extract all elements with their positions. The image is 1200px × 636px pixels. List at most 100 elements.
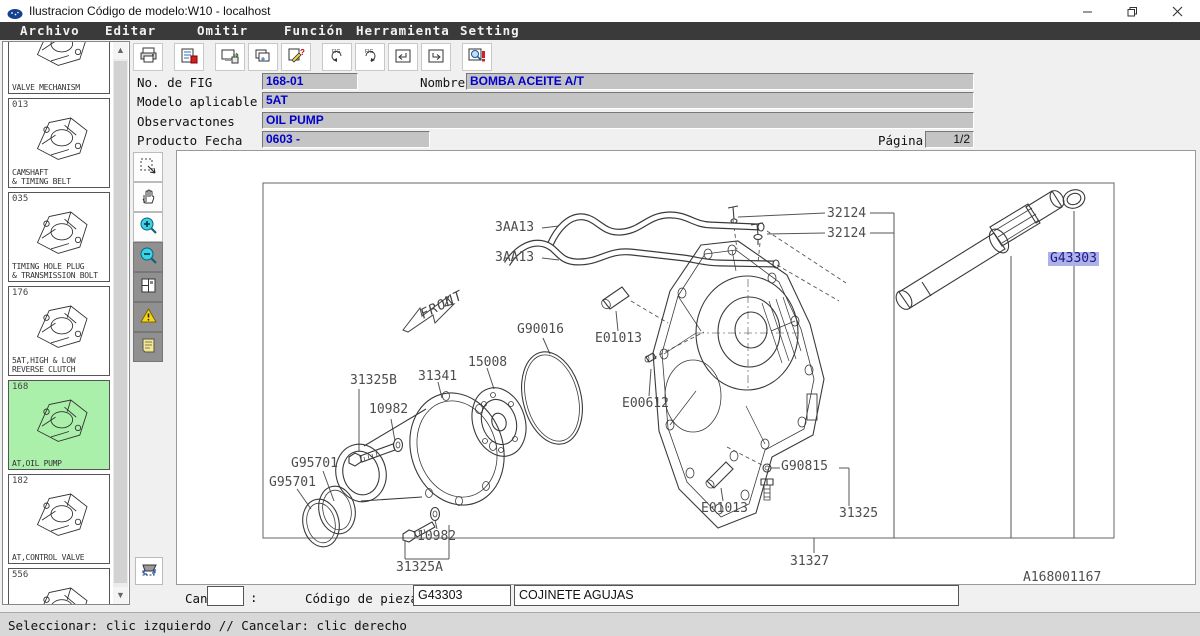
edit-memo-button[interactable]: ?	[281, 43, 311, 71]
scroll-up-icon[interactable]: ▲	[113, 42, 128, 59]
part-label-3AA13[interactable]: 3AA13	[495, 220, 535, 235]
nombre-field[interactable]: BOMBA ACEITE A/T	[466, 73, 974, 90]
fig-number-label: No. de FIG	[137, 75, 213, 90]
warning-button[interactable]	[133, 302, 163, 332]
window-title: Ilustracion Código de modelo:W10 - local…	[29, 4, 271, 18]
part-label-31325B[interactable]: 31325B	[350, 373, 397, 388]
page-layout-button[interactable]	[133, 272, 163, 302]
menu-item-archivo[interactable]: Archivo	[20, 23, 80, 38]
zoom-in-button[interactable]	[133, 212, 163, 242]
zoom-in-icon	[139, 216, 158, 238]
page-layout-icon	[140, 277, 157, 297]
print-button[interactable]	[133, 43, 163, 71]
sidebar-item-556[interactable]: 556HOOD INSULATOR	[8, 568, 110, 604]
part-label-10982[interactable]: 10982	[417, 529, 457, 544]
scrollbar-thumb[interactable]	[114, 61, 127, 583]
fit-view-button[interactable]	[135, 557, 163, 585]
search-detail-icon	[468, 47, 487, 67]
page-next-button[interactable]	[421, 43, 451, 71]
pan-hand-button[interactable]	[133, 182, 163, 212]
memo-button[interactable]	[133, 332, 163, 362]
fig-number: 168	[12, 382, 29, 392]
menu-item-setting[interactable]: Setting	[460, 23, 520, 38]
part-label-31341[interactable]: 31341	[418, 369, 458, 384]
part-label-G95701[interactable]: G95701	[269, 475, 316, 490]
select-area-button[interactable]	[133, 152, 163, 182]
menu-item-editar[interactable]: Editar	[105, 23, 157, 38]
producto-fecha-label: Producto Fecha	[137, 133, 243, 148]
zoom-out-icon	[139, 246, 158, 268]
part-label-32124[interactable]: 32124	[827, 226, 867, 241]
minimize-button[interactable]	[1065, 0, 1110, 22]
modelo-label: Modelo aplicable	[137, 94, 258, 109]
restore-button[interactable]	[1110, 0, 1155, 22]
part-thumbnail-sketch	[36, 42, 86, 66]
observaciones-label: Observactones	[137, 114, 235, 129]
part-thumbnail-sketch	[36, 399, 88, 442]
part-label-31325[interactable]: 31325	[839, 506, 879, 521]
fig-next-icon: FIG	[361, 47, 380, 67]
fig-caption: 5AT,HIGH & LOW REVERSE CLUTCH	[12, 355, 76, 374]
cantidad-input[interactable]	[207, 586, 244, 606]
part-label-15008[interactable]: 15008	[468, 355, 508, 370]
part-label-G95701[interactable]: G95701	[291, 456, 338, 471]
svg-text:?: ?	[300, 48, 305, 57]
send-display-button[interactable]	[215, 43, 245, 71]
fig-number: 013	[12, 100, 29, 110]
part-label-G90815[interactable]: G90815	[781, 459, 828, 474]
part-label-3AA13[interactable]: 3AA13	[495, 250, 535, 265]
fig-caption: CAMSHAFT & TIMING BELT	[12, 167, 71, 186]
toolbar: ? FIG. FIG	[133, 42, 495, 72]
modelo-field[interactable]: 5AT	[262, 92, 974, 109]
nombre-label: Nombre	[420, 75, 466, 90]
fig-number-field[interactable]: 168-01	[262, 73, 358, 90]
part-label-10982[interactable]: 10982	[369, 402, 409, 417]
fig-number: 176	[12, 288, 29, 298]
part-thumbnail-sketch	[43, 587, 88, 604]
observaciones-field[interactable]: OIL PUMP	[262, 112, 974, 129]
fig-next-button[interactable]: FIG	[355, 43, 385, 71]
part-label-E01013[interactable]: E01013	[595, 331, 642, 346]
menu-item-herramienta[interactable]: Herramienta	[356, 23, 450, 38]
fit-view-icon	[140, 561, 159, 581]
part-label-31327[interactable]: 31327	[790, 554, 830, 569]
close-button[interactable]	[1155, 0, 1200, 22]
part-label-G43303[interactable]: G43303	[1048, 251, 1099, 266]
scroll-down-icon[interactable]: ▼	[113, 587, 128, 604]
sidebar-item-top[interactable]: VALVE MECHANISM	[8, 42, 110, 94]
status-text: Seleccionar: clic izquierdo // Cancelar:…	[8, 617, 407, 633]
fig-prev-icon: FIG.	[328, 47, 347, 67]
part-label-E01013[interactable]: E01013	[701, 501, 748, 516]
producto-fecha-field[interactable]: 0603 -	[262, 131, 430, 148]
report-button[interactable]	[174, 43, 204, 71]
sidebar-scrollbar[interactable]: ▲ ▼	[113, 42, 128, 604]
pagina-field[interactable]: 1/2	[925, 131, 974, 148]
menu-item-omitir[interactable]: Omitir	[197, 23, 249, 38]
codigo-pieza-input[interactable]: G43303	[413, 585, 511, 606]
pan-hand-icon	[139, 187, 157, 208]
menu-item-función[interactable]: Función	[284, 23, 344, 38]
part-label-A168001167[interactable]: A168001167	[1023, 570, 1102, 585]
pagina-label: Página	[878, 133, 924, 148]
zoom-out-button[interactable]	[133, 242, 163, 272]
descripcion-pieza-input[interactable]: COJINETE AGUJAS	[514, 585, 959, 606]
fig-window-button[interactable]	[248, 43, 278, 71]
part-label-32124[interactable]: 32124	[827, 206, 867, 221]
page-prev-button[interactable]	[388, 43, 418, 71]
search-detail-button[interactable]	[462, 43, 492, 71]
memo-icon	[141, 337, 156, 357]
cantidad-separator: :	[250, 590, 258, 605]
part-thumbnail-sketch	[36, 305, 88, 348]
part-label-31325A[interactable]: 31325A	[396, 560, 443, 575]
report-icon	[180, 47, 198, 67]
fig-prev-button[interactable]: FIG.	[322, 43, 352, 71]
part-label-G90016[interactable]: G90016	[517, 322, 564, 337]
part-label-E00612[interactable]: E00612	[622, 396, 669, 411]
sidebar-item-176[interactable]: 176 5AT,HIGH & LOW REVERSE CLUTCH	[8, 286, 110, 376]
